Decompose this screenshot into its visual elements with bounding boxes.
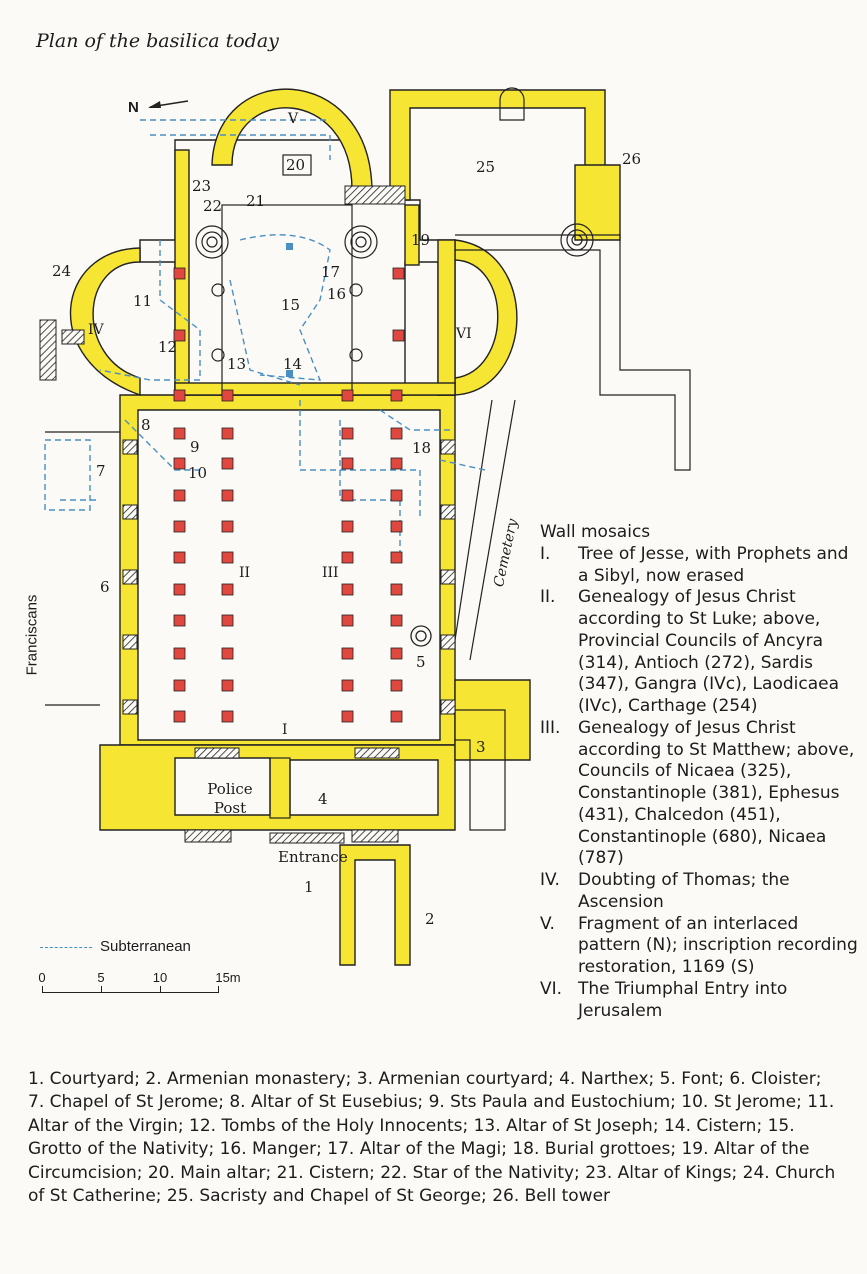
plan-label-18: 18 [412, 439, 432, 457]
plan-label-26: 26 [622, 150, 642, 168]
page-title: Plan of the basilica today [36, 30, 279, 52]
plan-label-14: 14 [283, 355, 303, 373]
scale-tick-0: 0 [38, 970, 46, 985]
plan-label-5: 5 [416, 653, 426, 671]
entrance-label: Entrance [278, 848, 348, 866]
roman-IV: IV [88, 322, 104, 338]
roman-V: V [288, 111, 299, 127]
plan-label-7: 7 [96, 462, 106, 480]
mosaic-item: II.Genealogy of Jesus Christ according t… [540, 587, 839, 716]
subterranean-legend: Subterranean [40, 938, 191, 955]
font-icon [410, 625, 432, 647]
north-arrow [148, 100, 189, 108]
walls [69, 88, 621, 966]
roman-VI: VI [456, 326, 472, 342]
plan-label-17: 17 [321, 263, 341, 281]
mosaic-item: I.Tree of Jesse, with Prophets and a Sib… [540, 543, 849, 586]
plan-label-9: 9 [190, 438, 200, 456]
plan-outline [45, 87, 691, 831]
plan-label-1: 1 [304, 878, 314, 896]
plan-label-11: 11 [133, 292, 153, 310]
wall-mosaics-heading: Wall mosaics [540, 522, 651, 542]
scale-tick-5: 5 [97, 970, 105, 985]
cemetery-label: Cemetery [490, 517, 522, 588]
plan-label-24: 24 [52, 262, 72, 280]
roman-I: I [282, 722, 288, 738]
plan-label-2: 2 [425, 910, 435, 928]
grotto-marker [286, 243, 293, 250]
plan-label-22: 22 [203, 197, 223, 215]
plan-label-8: 8 [141, 416, 151, 434]
plan-label-3: 3 [476, 738, 486, 756]
plan-label-15: 15 [281, 296, 301, 314]
scale-tick-10: 10 [152, 970, 168, 985]
subterranean-label: Subterranean [100, 938, 191, 955]
plan-label-16: 16 [327, 285, 347, 303]
plan-label-23: 23 [192, 177, 212, 195]
plan-label-10: 10 [188, 464, 208, 482]
police-post-label: Police Post [207, 780, 253, 817]
scale-tick-15: 15m [215, 970, 241, 985]
cistern-marker [286, 370, 293, 377]
franciscans-label: Franciscans [23, 594, 41, 676]
plan-label-13: 13 [227, 355, 247, 373]
plan-label-25: 25 [476, 158, 496, 176]
plan-label-12: 12 [158, 338, 178, 356]
numbered-key: 1. Courtyard; 2. Armenian monastery; 3. … [28, 1069, 836, 1207]
scale-bar: 0 5 10 15m [36, 970, 256, 1002]
mosaic-item: VI.The Triumphal Entry into Jerusalem [540, 978, 788, 1021]
grotto-stairs [195, 223, 594, 362]
hatched-walls [39, 185, 456, 844]
north-label: N [128, 99, 139, 116]
wall-mosaics-legend: Wall mosaics I.Tree of Jesse, with Proph… [540, 522, 860, 1022]
mosaic-item: III.Genealogy of Jesus Christ according … [540, 717, 855, 869]
dashed-line-swatch [40, 946, 92, 948]
subterranean-passages [44, 119, 486, 560]
roman-III: III [322, 565, 339, 581]
plan-label-6: 6 [100, 578, 110, 596]
nave-columns [173, 267, 405, 723]
plan-label-20: 20 [286, 156, 306, 174]
mosaic-item: V.Fragment of an interlaced pattern (N);… [540, 913, 858, 978]
roman-II: II [239, 565, 251, 581]
mosaic-item: IV.Doubting of Thomas; the Ascension [540, 870, 790, 912]
plan-label-21: 21 [246, 192, 266, 210]
plan-label-19: 19 [411, 231, 431, 249]
plan-label-4: 4 [318, 790, 328, 808]
